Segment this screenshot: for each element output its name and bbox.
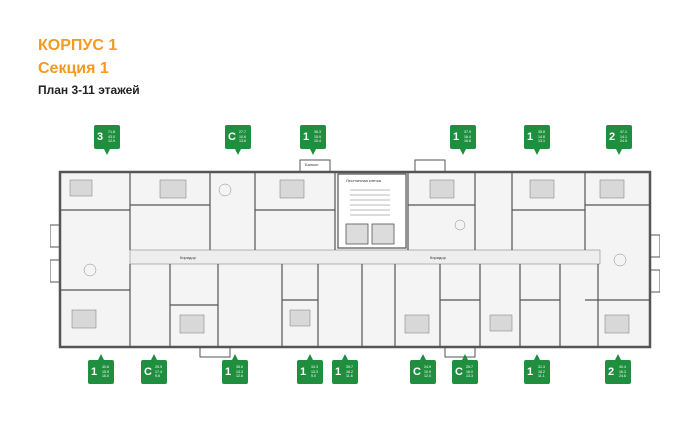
rooms-count: 1 <box>527 131 534 143</box>
balcony-label: Балкон <box>305 162 319 167</box>
rooms-count: С <box>413 366 421 378</box>
plan-header: КОРПУС 1 Секция 1 План 3-11 этажей <box>38 36 140 98</box>
rooms-count: 1 <box>91 366 98 378</box>
building-title: КОРПУС 1 <box>38 37 118 54</box>
rooms-count: 2 <box>609 131 616 143</box>
floor-plan: Коридор Коридор Лестничная клетка Балкон <box>49 150 661 365</box>
rooms-count: С <box>455 366 463 378</box>
rooms-count: С <box>228 131 236 143</box>
floor-plan-title: План 3-11 этажей <box>38 83 140 97</box>
rooms-count: 1 <box>335 366 342 378</box>
stair-label: Лестничная клетка <box>346 178 382 183</box>
rooms-count: 1 <box>453 131 460 143</box>
rooms-count: 1 <box>225 366 232 378</box>
section-title: Секция 1 <box>38 60 109 77</box>
floor-plan-drawing <box>49 159 661 358</box>
rooms-count: 2 <box>608 366 615 378</box>
rooms-count: 1 <box>303 131 310 143</box>
rooms-count: 1 <box>300 366 307 378</box>
corridor-label: Коридор <box>430 255 446 260</box>
rooms-count: 3 <box>97 131 104 143</box>
rooms-count: С <box>144 366 152 378</box>
corridor-label: Коридор <box>180 255 196 260</box>
rooms-count: 1 <box>527 366 534 378</box>
